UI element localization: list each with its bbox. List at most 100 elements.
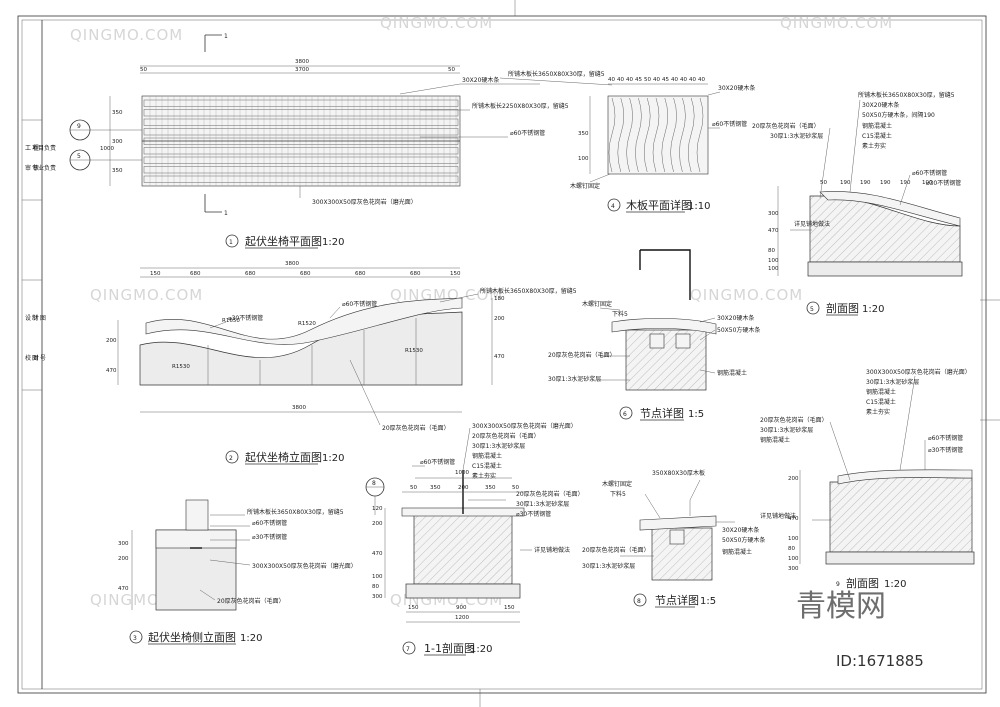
side-dim: 300	[118, 541, 129, 547]
view-number: 9	[836, 581, 840, 588]
sec7-note: ⌀60不锈钢管	[420, 458, 455, 466]
wood-dim: 40	[689, 77, 696, 83]
elev-dim: 150	[450, 271, 461, 277]
watermark: QINGMO.COM	[690, 286, 803, 304]
sec7-note: ⌀30不锈钢管	[516, 510, 551, 518]
plan-dim: 50	[140, 67, 147, 73]
wood-dim: 350	[578, 131, 589, 137]
sec7-dim: 900	[456, 605, 467, 611]
view-number: 4	[611, 203, 615, 210]
plank-wave	[687, 97, 695, 173]
wood-dim: 40	[698, 77, 705, 83]
plan-slat	[143, 175, 459, 183]
sec5-note: 50X50方硬木条，间隔190	[862, 111, 935, 119]
section-mark-label: 8	[372, 480, 376, 487]
elev-dim: 680	[245, 271, 256, 277]
node8-note: 钢筋混凝土	[722, 548, 752, 556]
sec7-note: 300X300X50厚灰色花岗岩（磨光面）	[472, 422, 577, 430]
sec7-note: 20厚灰色花岗岩（毛面）	[516, 490, 584, 498]
view-scale: 1:20	[322, 237, 344, 248]
view-title: 节点详图	[655, 593, 699, 607]
view-title: 木板平面详图	[626, 198, 692, 212]
view-scale: 1:20	[862, 304, 884, 315]
sec5-note: ⌀60不锈钢管	[912, 169, 947, 177]
sec7-note: 30厚1:3水泥砂浆层	[516, 500, 569, 508]
brand-logo: 青模网	[796, 589, 886, 624]
wood-dim: 45	[662, 77, 669, 83]
sec9-dim: 200	[788, 476, 799, 482]
view-scale: 1:20	[884, 579, 906, 590]
titleblock-cell: 图 号	[32, 355, 46, 362]
node6-note: 木螺钉固定	[582, 300, 612, 308]
wood-dim: 40	[626, 77, 633, 83]
elev-note: 所铺木板长3650X80X30厚，留缝5	[480, 287, 577, 295]
plan-dim: 3700	[295, 67, 309, 73]
node8-note: 30厚1:3水泥砂浆层	[582, 562, 635, 570]
sec5-note: 20厚灰色花岗岩（毛面）	[752, 122, 820, 130]
elev-dim: 470	[494, 354, 505, 360]
plan-note: 30X20硬木条	[462, 76, 499, 84]
plan-dim: 3800	[295, 59, 309, 65]
sec5-dim: 50	[820, 180, 827, 186]
sec5-note: 30X20硬木条	[862, 101, 899, 109]
sec7-dim: 1000	[455, 470, 469, 476]
section-mark-label: 5	[77, 153, 81, 160]
plank-wave	[696, 97, 704, 173]
view-scale: 1:5	[688, 409, 704, 420]
titleblock-cell: 设 计	[25, 314, 39, 322]
wood-note: 木螺钉固定	[570, 182, 600, 190]
view-number: 7	[406, 646, 410, 653]
wood-dim: 40	[608, 77, 615, 83]
elev-arc-dim: R1530	[172, 364, 190, 370]
sec7-dim: 350	[430, 485, 441, 491]
side-dim: 470	[118, 586, 129, 592]
plan-dim: 300	[112, 139, 123, 145]
wood-note: 所铺木板长3650X80X30厚，留缝5	[508, 70, 605, 78]
elev-note: ⌀30不锈钢管	[228, 314, 263, 322]
plank-wave	[608, 97, 616, 173]
sec9-note: 30厚1:3水泥砂浆层	[866, 378, 919, 386]
sec5-dim: 100	[922, 180, 933, 186]
sec5-dim: 190	[840, 180, 851, 186]
sec5-dim: 190	[900, 180, 911, 186]
elev-dim: 150	[150, 271, 161, 277]
elev-arc-dim: R1530	[405, 348, 423, 354]
sec7-note: C15混凝土	[472, 462, 502, 470]
titleblock-cell: 校 对	[25, 354, 39, 362]
view-scale: 1:20	[240, 633, 262, 644]
plan-slat	[143, 166, 459, 174]
elev-dim: 200	[494, 316, 505, 322]
node6-note: 钢筋混凝土	[717, 369, 747, 377]
watermark: QINGMO.COM	[780, 14, 893, 32]
node8-note: 下料5	[610, 490, 626, 498]
elev-dim: 3800	[292, 405, 306, 411]
sec9-note: 钢筋混凝土	[760, 436, 790, 444]
plan-dim: 350	[112, 110, 123, 116]
sec7-dim: 50	[512, 485, 519, 491]
elev-dim: 3800	[285, 261, 299, 267]
sec9-dim: 100	[788, 536, 799, 542]
view-scale: 1:5	[700, 596, 716, 607]
side-note: ⌀30不锈钢管	[252, 533, 287, 541]
sec9-note: ⌀60不锈钢管	[928, 434, 963, 442]
title-block: 工 程 项目负责 审 核 专业负责 设 计 制 图 校 对 图 号	[25, 144, 56, 362]
view-scale: 1:20	[322, 453, 344, 464]
sec9-note: 300X300X50厚灰色花岗岩（磨光面）	[866, 368, 971, 376]
view-node-6: 木螺钉固定 下料5 30X20硬木条 50X50方硬木条 钢筋混凝土 20厚灰色…	[548, 249, 760, 421]
view-title: 起伏坐椅平面图	[245, 234, 322, 248]
plan-slat	[143, 118, 459, 126]
wood-dim: 50	[644, 77, 651, 83]
elev-dim: 470	[106, 368, 117, 374]
view-elevation: 3800 150 680 680 680 680 680 150 3800 20…	[106, 261, 577, 465]
sec7-dim: 200	[458, 485, 469, 491]
titleblock-cell: 审 核	[25, 164, 39, 172]
elev-arc-dim: R1650	[222, 318, 240, 324]
wood-dim: 45	[635, 77, 642, 83]
plank-wave	[635, 97, 642, 173]
elev-note: 20厚灰色花岗岩（毛面）	[382, 424, 450, 432]
view-number: 5	[810, 306, 814, 313]
sec5-note: ⌀30不锈钢管	[926, 179, 961, 187]
node6-note: 30厚1:3水泥砂浆层	[548, 375, 601, 383]
side-note: 所铺木板长3650X80X30厚，留缝5	[247, 508, 344, 516]
